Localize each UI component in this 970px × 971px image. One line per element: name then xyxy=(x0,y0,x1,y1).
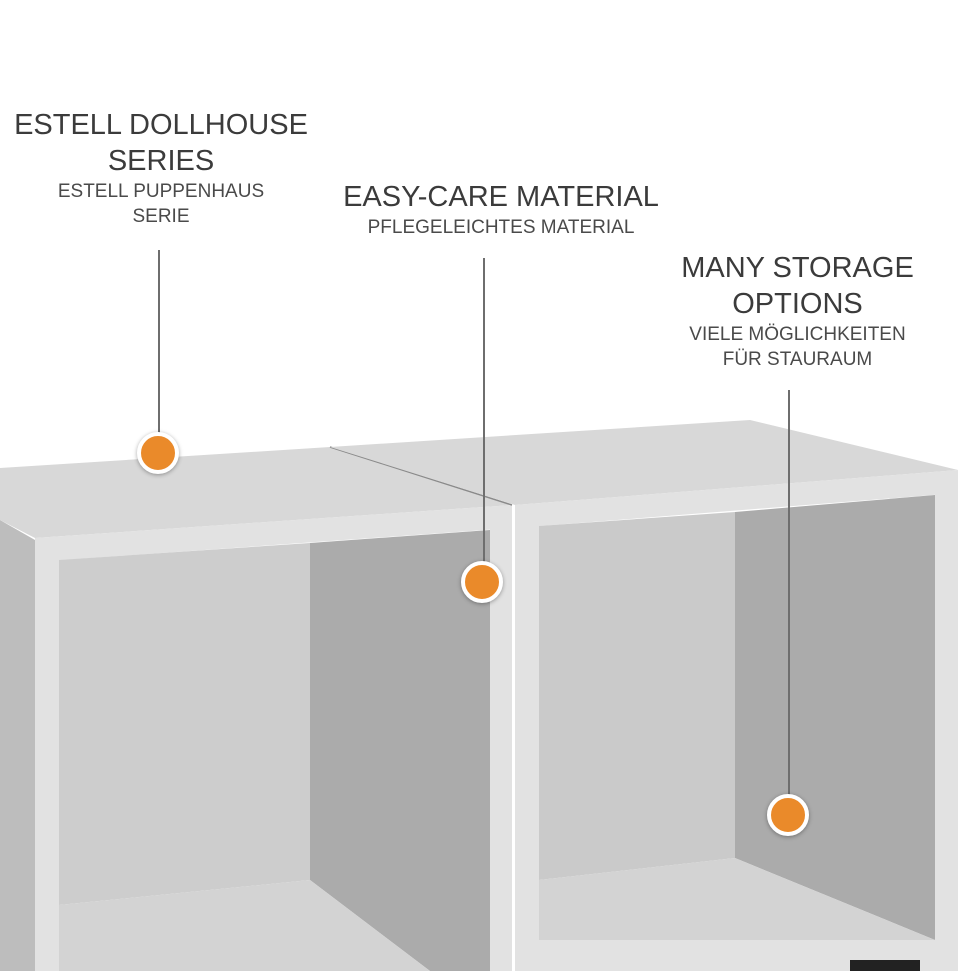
callout-series: ESTELL DOLLHOUSE SERIES ESTELL PUPPENHAU… xyxy=(0,107,322,229)
callout-series-line xyxy=(158,250,160,440)
left-cube-sidewall xyxy=(310,530,490,971)
left-cube-front-right xyxy=(490,510,512,971)
callout-material-dot[interactable] xyxy=(461,561,503,603)
callout-storage-dot[interactable] xyxy=(767,794,809,836)
callout-storage-line xyxy=(788,390,790,800)
callout-material-title: EASY-CARE MATERIAL xyxy=(343,181,659,213)
right-cube-top xyxy=(330,420,958,505)
right-cube-floor xyxy=(539,858,935,940)
right-cube-front-left xyxy=(515,505,539,971)
callout-material: EASY-CARE MATERIAL PFLEGELEICHTES MATERI… xyxy=(320,179,682,240)
callout-series-title: ESTELL DOLLHOUSE SERIES xyxy=(14,109,308,177)
callout-series-subtitle: ESTELL PUPPENHAUS SERIE xyxy=(57,181,265,227)
left-cube-side xyxy=(0,520,35,971)
left-cube-front-left xyxy=(35,540,59,971)
callout-material-subtitle: PFLEGELEICHTES MATERIAL xyxy=(367,217,635,238)
caster xyxy=(850,960,920,971)
left-cube-floor xyxy=(59,880,430,971)
right-cube-front-top-band xyxy=(515,470,958,528)
callout-storage: MANY STORAGE OPTIONS VIELE MÖGLICHKEITEN… xyxy=(660,250,935,372)
right-cube-front-right xyxy=(935,472,958,947)
right-cube-back xyxy=(539,512,735,880)
left-cube-back xyxy=(59,543,310,905)
callout-storage-title: MANY STORAGE OPTIONS xyxy=(681,252,914,320)
left-cube-front-top-band xyxy=(35,505,512,562)
callout-series-dot[interactable] xyxy=(137,432,179,474)
callout-storage-subtitle: VIELE MÖGLICHKEITEN FÜR STAURAUM xyxy=(689,324,906,370)
left-cube-top xyxy=(0,447,512,538)
callout-material-line xyxy=(483,258,485,568)
